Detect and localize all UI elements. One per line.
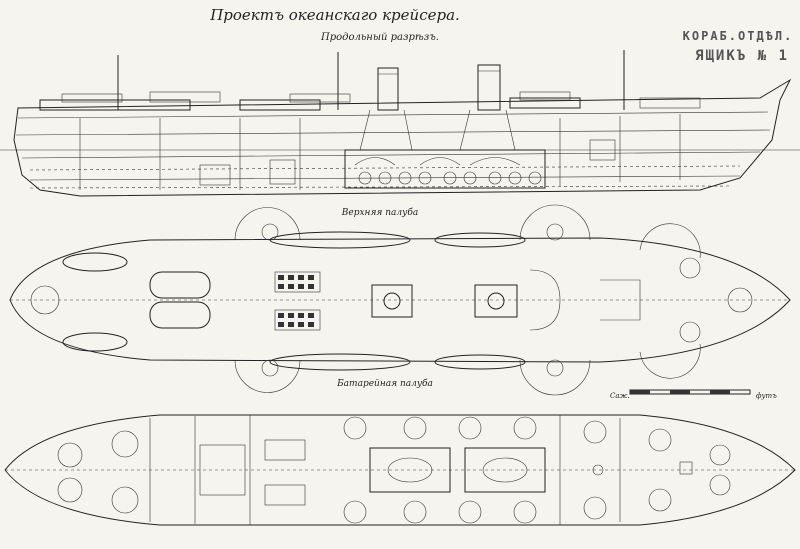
stamp-line-2: ЯЩИКЪ № 1 — [695, 48, 789, 64]
upper-deck-label: Верхняя палуба — [341, 207, 418, 218]
archive-stamp: КОРАБ.ОТДѢЛ. ЯЩИКЪ № 1 — [683, 29, 794, 64]
boiler-room — [344, 149, 546, 189]
scale-left-label: Саж. — [610, 392, 630, 400]
upper-deck-plan — [9, 204, 791, 396]
hull-outline — [13, 78, 792, 197]
battery-deck-label: Батарейная палуба — [336, 378, 433, 389]
battery-deck-plan — [4, 414, 796, 526]
funnel-aft — [477, 64, 501, 111]
profile-view-label: Продольный разрѣзъ. — [320, 32, 439, 43]
scale-right-label: футъ — [756, 392, 777, 400]
drawing-title: Проектъ океанскаго крейсера. — [209, 6, 460, 24]
longitudinal-section — [0, 50, 800, 197]
funnel-fore — [377, 67, 399, 111]
scale-bar: Саж. футъ — [610, 389, 777, 400]
stamp-line-1: КОРАБ.ОТДѢЛ. — [683, 29, 794, 43]
upper-deck-outline — [9, 237, 791, 363]
battery-deck-outline — [4, 414, 796, 526]
